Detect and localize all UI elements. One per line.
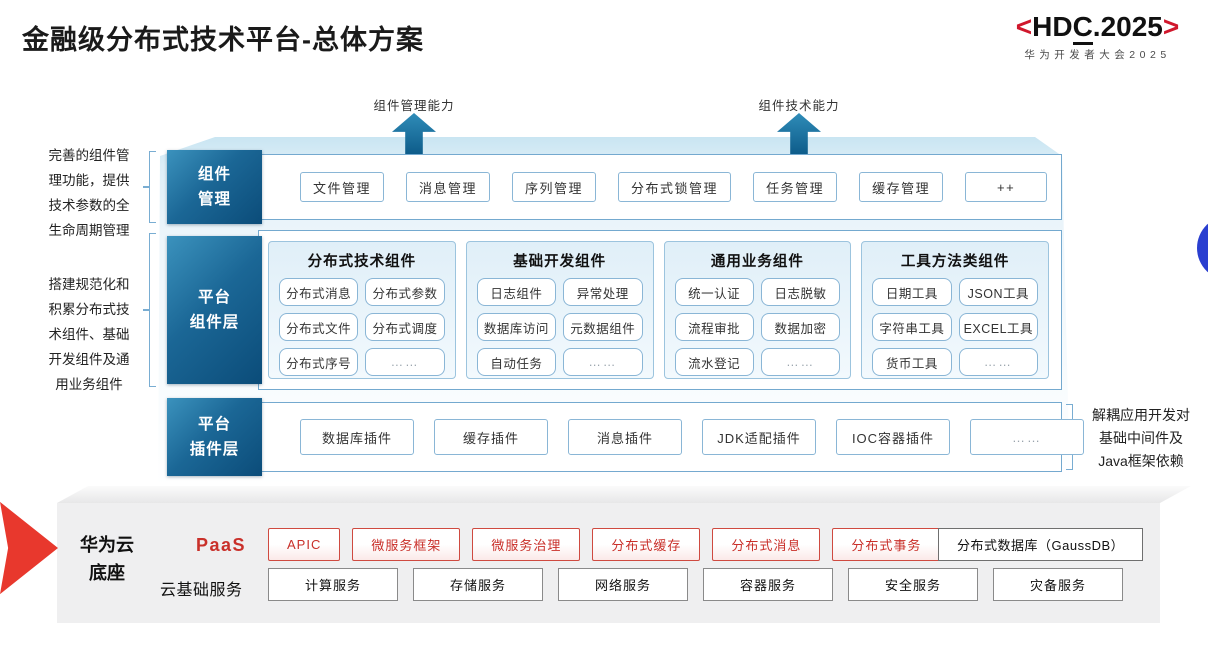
left-brace-icon (143, 233, 156, 387)
group-items: 统一认证日志脱敏流程审批数据加密流水登记…… (671, 278, 845, 376)
gaussdb-box: 分布式数据库（GaussDB） (938, 528, 1144, 561)
component-box: 流程审批 (674, 313, 754, 341)
row-label-platform-plugins: 平台 插件层 (167, 398, 262, 476)
component-box: 字符串工具 (872, 313, 952, 341)
paas-service-box: 微服务治理 (472, 528, 581, 561)
component-group-business: 通用业务组件 统一认证日志脱敏流程审批数据加密流水登记…… (663, 241, 852, 379)
component-box: 分布式消息 (279, 278, 359, 306)
component-box: 流水登记 (674, 348, 754, 376)
management-item-box: 任务管理 (753, 172, 838, 202)
management-item-box: 分布式锁管理 (618, 172, 732, 202)
paas-label: PaaS (196, 535, 247, 555)
plugin-box: JDK适配插件 (702, 419, 816, 455)
management-item-box: 消息管理 (406, 172, 491, 202)
management-item-box: ++ (965, 172, 1048, 202)
cloud-service-box: 安全服务 (848, 568, 978, 601)
component-box: JSON工具 (958, 278, 1038, 306)
component-box: 分布式文件 (279, 313, 359, 341)
cloud-service-box: 网络服务 (558, 568, 688, 601)
component-box: …… (760, 348, 841, 376)
hdc-logo-wordmark: <HDC.2025> (995, 11, 1200, 45)
management-item-box: 缓存管理 (859, 172, 944, 202)
cloud-service-box: 灾备服务 (993, 568, 1123, 601)
cloud-basic-services-label: 云基础服务 (160, 582, 243, 599)
foundation-slab-top-face (57, 486, 1191, 503)
cloud-service-box: 计算服务 (268, 568, 398, 601)
paas-service-box: APIC (268, 528, 341, 561)
management-item-box: 文件管理 (300, 172, 385, 202)
group-items: 分布式消息分布式参数分布式文件分布式调度分布式序号…… (275, 278, 449, 376)
row-platform-components: 分布式技术组件 分布式消息分布式参数分布式文件分布式调度分布式序号…… 基础开发… (258, 230, 1062, 390)
plugin-box: 数据库插件 (300, 419, 414, 455)
management-item-box: 序列管理 (512, 172, 597, 202)
component-box: …… (563, 348, 643, 376)
page-title: 金融级分布式技术平台-总体方案 (22, 25, 424, 55)
row-label-component-management: 组件 管理 (167, 150, 262, 224)
capability-label-technology: 组件技术能力 (758, 99, 840, 113)
component-box: 日志组件 (476, 278, 557, 306)
left-brace-icon (143, 151, 156, 223)
plugin-box: 消息插件 (568, 419, 682, 455)
row-platform-plugins: 数据库插件缓存插件消息插件 JDK适配插件 IOC容器插件 …… (258, 402, 1084, 472)
paas-service-box: 分布式事务 (832, 528, 941, 561)
row-component-management: 文件管理消息管理序列管理分布式锁管理任务管理缓存管理 ++ (258, 154, 1062, 220)
component-box: 分布式参数 (365, 278, 445, 306)
component-box: …… (958, 348, 1038, 376)
plugin-box: IOC容器插件 (836, 419, 950, 455)
capability-label-management: 组件管理能力 (373, 99, 455, 113)
plugin-box: …… (970, 419, 1084, 455)
logo-right-angle-icon: > (1162, 11, 1180, 42)
component-box: EXCEL工具 (958, 313, 1038, 341)
component-box: 元数据组件 (563, 313, 643, 341)
row-label-platform-components: 平台 组件层 (167, 236, 262, 384)
component-group-basic-dev: 基础开发组件 日志组件异常处理数据库访问元数据组件自动任务…… (465, 241, 654, 379)
blue-circle-decoration (1197, 215, 1208, 281)
paas-services: APIC 微服务框架微服务治理分布式缓存分布式消息分布式事务 (268, 528, 941, 561)
paas-service-box: 微服务框架 (352, 528, 461, 561)
group-title: 工具方法类组件 (900, 254, 1010, 270)
component-box: 数据加密 (760, 313, 841, 341)
group-title: 基础开发组件 (513, 254, 607, 270)
component-box: 分布式序号 (279, 348, 359, 376)
note-right: 解耦应用开发对 基础中间件及 Java框架依赖 (1092, 407, 1190, 469)
paas-service-box: 分布式缓存 (592, 528, 701, 561)
component-box: 自动任务 (476, 348, 557, 376)
huawei-cloud-base-label: 华为云 底座 (80, 535, 134, 583)
note-left-bottom: 搭建规范化和 积累分布式技 术组件、基础 开发组件及通 用业务组件 (48, 277, 130, 392)
component-group-distributed: 分布式技术组件 分布式消息分布式参数分布式文件分布式调度分布式序号…… (268, 241, 456, 379)
component-box: …… (365, 348, 445, 376)
component-box: 货币工具 (872, 348, 952, 376)
cloud-basic-services: 计算服务存储服务网络服务容器服务安全服务灾备服务 (268, 568, 1123, 601)
component-box: 数据库访问 (476, 313, 557, 341)
component-box: 日志脱敏 (760, 278, 841, 306)
plugin-box: 缓存插件 (434, 419, 548, 455)
component-box: 日期工具 (872, 278, 952, 306)
cloud-service-box: 容器服务 (703, 568, 833, 601)
group-items: 日志组件异常处理数据库访问元数据组件自动任务…… (473, 278, 647, 376)
cloud-service-box: 存储服务 (413, 568, 543, 601)
component-box: 分布式调度 (365, 313, 445, 341)
red-chevron-icon (0, 501, 58, 595)
group-title: 分布式技术组件 (307, 254, 417, 270)
component-box: 异常处理 (563, 278, 643, 306)
note-left-top: 完善的组件管 理功能，提供 技术参数的全 生命周期管理 (48, 148, 130, 238)
logo-subtitle: 华为开发者大会2025 (1024, 48, 1171, 61)
group-title: 通用业务组件 (710, 254, 804, 270)
hdc-2025-logo: <HDC.2025> 华为开发者大会2025 (995, 11, 1200, 62)
component-box: 统一认证 (674, 278, 754, 306)
logo-left-angle-icon: < (1015, 11, 1033, 42)
paas-service-box: 分布式消息 (712, 528, 821, 561)
foundation-slab (57, 503, 1160, 623)
